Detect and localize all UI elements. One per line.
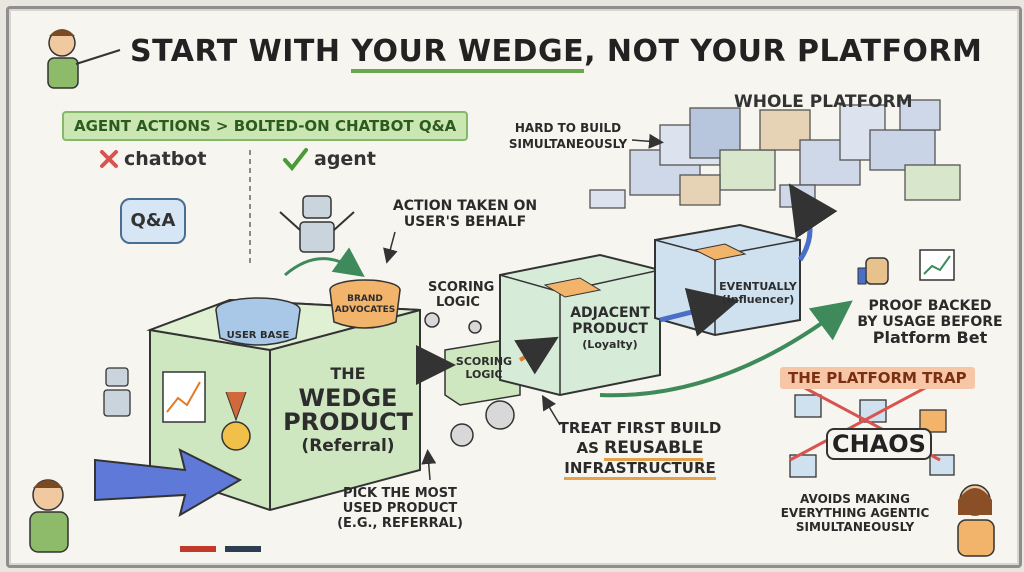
chatbot-label: chatbot <box>124 148 207 170</box>
qa-bubble: Q&A <box>120 198 186 244</box>
marker-red <box>180 546 216 552</box>
chaos-label: CHAOS <box>826 428 932 460</box>
thumbs-up-icon <box>857 257 889 285</box>
teacher-figure-bottom-left <box>29 479 69 553</box>
x-mark-icon <box>100 150 118 168</box>
brand-advocates-bucket <box>329 279 401 329</box>
marker-dark <box>225 546 261 552</box>
growth-chart-icon <box>162 371 206 423</box>
presenter-figure-bottom-right <box>957 484 995 557</box>
platform-blocks <box>589 99 961 209</box>
user-base-bucket <box>215 297 301 346</box>
check-mark-icon <box>283 148 308 172</box>
robot-icon <box>279 195 355 253</box>
medal-icon <box>221 391 251 451</box>
eventually-label: EVENTUALLY(Influencer) <box>719 280 797 306</box>
platform-trap-title: THE PLATFORM TRAP <box>780 367 975 389</box>
whole-platform-label: WHOLE PLATFORM <box>734 92 913 112</box>
growth-chart-icon-small <box>919 249 955 281</box>
gear-icon <box>424 312 515 447</box>
treat-first-note: TREAT FIRST BUILD AS REUSABLE INFRASTRUC… <box>555 418 725 480</box>
page-title: START WITH YOUR WEDGE, NOT YOUR PLATFORM <box>130 34 982 73</box>
teacher-figure-top <box>47 29 121 89</box>
user-base-label: USER BASE <box>226 330 290 341</box>
tagline: AGENT ACTIONS > BOLTED-ON CHATBOT Q&A <box>62 111 469 141</box>
agent-label: agent <box>314 148 376 170</box>
big-entry-arrow <box>94 448 243 518</box>
robot-small-left <box>103 367 131 417</box>
wedge-label: THE WEDGE PRODUCT (Referral) <box>283 364 413 456</box>
